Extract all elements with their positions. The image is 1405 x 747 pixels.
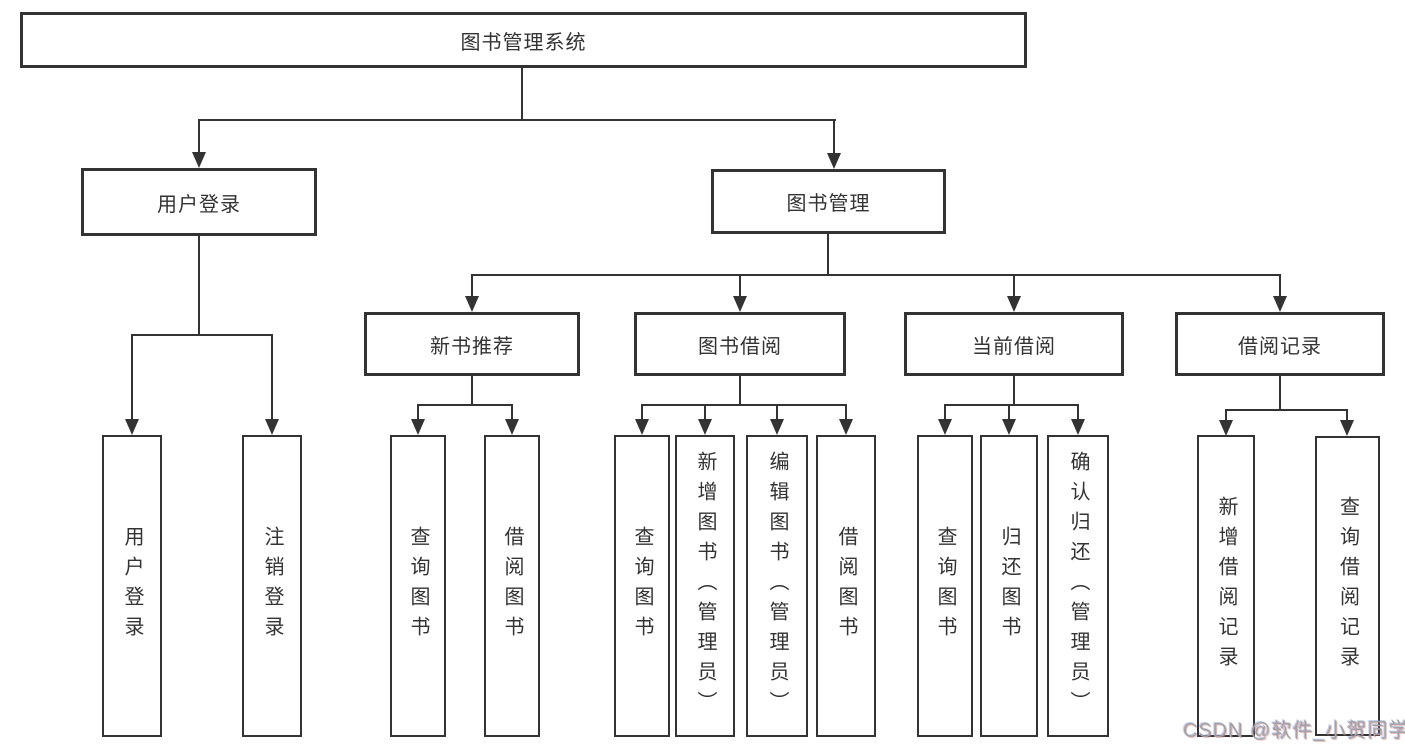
connector-vline bbox=[1077, 404, 1079, 422]
arrow-down-icon bbox=[1071, 419, 1085, 435]
connector-vline bbox=[1346, 409, 1348, 423]
node-label: 当前借阅 bbox=[972, 335, 1056, 358]
arrow-down-icon bbox=[125, 419, 139, 435]
node-book-management: 图书管理 bbox=[711, 169, 946, 234]
node-label: 注销登录 bbox=[261, 526, 283, 646]
connector-vline bbox=[1008, 404, 1010, 422]
connector-vline bbox=[833, 119, 835, 155]
arrow-down-icon bbox=[770, 419, 784, 435]
leaf-edit-book-admin: 编辑图书（管理员） bbox=[746, 435, 808, 737]
node-label: 编辑图书（管理员） bbox=[766, 451, 788, 721]
connector-vline bbox=[704, 404, 706, 422]
connector-hline bbox=[1225, 409, 1348, 411]
connector-vline bbox=[641, 404, 643, 422]
connector-hline bbox=[198, 119, 836, 121]
node-book-borrowing: 图书借阅 bbox=[634, 312, 846, 376]
node-label: 查询图书 bbox=[934, 526, 956, 646]
node-label: 用户登录 bbox=[157, 193, 241, 216]
node-borrowing-records: 借阅记录 bbox=[1175, 312, 1385, 376]
leaf-query-books-recommend: 查询图书 bbox=[390, 435, 446, 737]
arrow-down-icon bbox=[265, 419, 279, 435]
node-label: 新增图书（管理员） bbox=[694, 451, 716, 721]
node-label: 新书推荐 bbox=[430, 335, 514, 358]
connector-vline bbox=[471, 274, 473, 299]
connector-vline bbox=[845, 404, 847, 422]
arrow-down-icon bbox=[635, 419, 649, 435]
node-label: 借阅记录 bbox=[1238, 335, 1322, 358]
node-label: 借阅图书 bbox=[835, 526, 857, 646]
connector-vline bbox=[521, 68, 523, 121]
connector-vline bbox=[198, 236, 200, 336]
node-library-management-system: 图书管理系统 bbox=[20, 12, 1027, 68]
connector-vline bbox=[944, 404, 946, 422]
arrow-down-icon bbox=[1007, 296, 1021, 312]
node-user-login: 用户登录 bbox=[81, 168, 317, 236]
arrow-down-icon bbox=[1219, 420, 1233, 436]
arrow-down-icon bbox=[192, 152, 206, 168]
leaf-borrow-books-recommend: 借阅图书 bbox=[484, 435, 540, 737]
connector-vline bbox=[198, 119, 200, 155]
arrow-down-icon bbox=[827, 153, 841, 169]
connector-vline bbox=[511, 404, 513, 422]
connector-vline bbox=[1013, 274, 1015, 299]
leaf-query-borrow-record: 查询借阅记录 bbox=[1315, 436, 1380, 736]
connector-vline bbox=[131, 334, 133, 422]
arrow-down-icon bbox=[698, 419, 712, 435]
node-label: 图书管理 bbox=[786, 193, 871, 215]
node-new-book-recommendation: 新书推荐 bbox=[364, 312, 580, 376]
node-current-borrowing: 当前借阅 bbox=[904, 312, 1124, 376]
leaf-return-books: 归还图书 bbox=[980, 435, 1038, 737]
connector-vline bbox=[471, 376, 473, 406]
arrow-down-icon bbox=[733, 296, 747, 312]
connector-hline bbox=[641, 404, 847, 406]
node-label: 新增借阅记录 bbox=[1215, 496, 1237, 676]
arrow-down-icon bbox=[839, 419, 853, 435]
leaf-query-books-borrowing: 查询图书 bbox=[614, 435, 670, 737]
node-label: 图书借阅 bbox=[698, 335, 782, 358]
arrow-down-icon bbox=[1002, 419, 1016, 435]
arrow-down-icon bbox=[465, 296, 479, 312]
connector-vline bbox=[1279, 274, 1281, 299]
connector-vline bbox=[827, 234, 829, 276]
connector-vline bbox=[417, 404, 419, 422]
leaf-user-login: 用户登录 bbox=[102, 435, 162, 737]
arrow-down-icon bbox=[1340, 420, 1354, 436]
connector-vline bbox=[776, 404, 778, 422]
leaf-borrow-books-borrowing: 借阅图书 bbox=[816, 435, 876, 737]
connector-vline bbox=[739, 274, 741, 299]
leaf-query-books-current: 查询图书 bbox=[917, 435, 973, 737]
connector-vline bbox=[1013, 376, 1015, 406]
node-label: 确认归还（管理员） bbox=[1067, 451, 1089, 721]
connector-hline bbox=[944, 404, 1079, 406]
leaf-add-book-admin: 新增图书（管理员） bbox=[675, 435, 735, 737]
node-label: 图书管理系统 bbox=[460, 31, 587, 54]
connector-vline bbox=[271, 334, 273, 422]
connector-hline bbox=[471, 274, 1281, 276]
leaf-add-borrow-record: 新增借阅记录 bbox=[1197, 435, 1255, 737]
leaf-logout: 注销登录 bbox=[242, 435, 302, 737]
node-label: 查询图书 bbox=[631, 526, 653, 646]
connector-hline bbox=[417, 404, 513, 406]
connector-vline bbox=[1279, 376, 1281, 411]
arrow-down-icon bbox=[938, 419, 952, 435]
node-label: 借阅图书 bbox=[501, 526, 523, 646]
connector-hline bbox=[131, 334, 273, 336]
leaf-confirm-return-admin: 确认归还（管理员） bbox=[1047, 435, 1109, 737]
arrow-down-icon bbox=[1273, 296, 1287, 312]
node-label: 查询借阅记录 bbox=[1336, 496, 1359, 676]
node-label: 查询图书 bbox=[407, 526, 429, 646]
node-label: 归还图书 bbox=[998, 526, 1020, 646]
node-label: 用户登录 bbox=[121, 526, 143, 646]
connector-vline bbox=[1225, 409, 1227, 423]
arrow-down-icon bbox=[411, 419, 425, 435]
watermark: CSDN @软件_小贺同学 bbox=[1183, 720, 1405, 742]
connector-vline bbox=[739, 376, 741, 406]
arrow-down-icon bbox=[505, 419, 519, 435]
